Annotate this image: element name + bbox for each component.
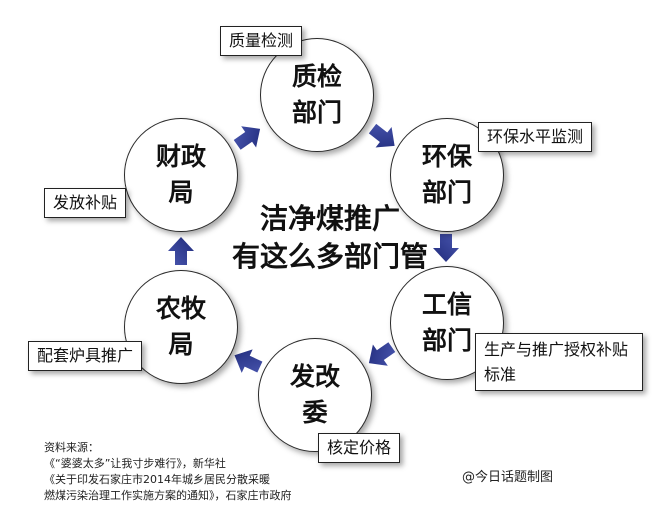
tag-industry: 生产与推广授权补贴标准 — [475, 333, 643, 391]
credit: @今日话题制图 — [462, 470, 554, 485]
center-title-line2: 有这么多部门管 — [231, 240, 428, 273]
node-reform-commission: 发改委 — [258, 338, 372, 452]
source-heading: 资料来源： — [44, 441, 99, 454]
tag-finance: 发放补贴 — [44, 188, 127, 218]
source-line: 《关于印发石家庄市2014年城乡居民分散采暖 — [44, 473, 270, 486]
tag-quality: 质量检测 — [220, 26, 303, 56]
node-agriculture-bureau: 农牧局 — [124, 270, 238, 384]
tag-agriculture: 配套炉具推广 — [28, 341, 143, 371]
tag-reform: 核定价格 — [318, 433, 401, 463]
node-label: 发改委 — [289, 362, 340, 427]
center-title: 洁净煤推广 有这么多部门管 — [210, 200, 450, 276]
tag-environment: 环保水平监测 — [478, 122, 593, 152]
arrow-reform-to-agriculture — [229, 343, 266, 379]
node-label: 财政局 — [155, 142, 206, 207]
source-line: 《“婆婆太多”让我寸步难行》，新华社 — [44, 457, 226, 470]
node-quality-department: 质检部门 — [260, 38, 374, 152]
node-label: 工信部门 — [421, 290, 472, 355]
node-label: 环保部门 — [421, 142, 472, 207]
node-label: 质检部门 — [291, 62, 342, 127]
arrow-finance-to-quality — [229, 118, 268, 156]
node-label: 农牧局 — [155, 294, 206, 359]
arrow-agriculture-to-finance — [168, 237, 194, 265]
source-line: 燃煤污染治理工作实施方案的通知》，石家庄市政府 — [44, 489, 292, 502]
node-finance-bureau: 财政局 — [124, 118, 238, 232]
center-title-line1: 洁净煤推广 — [259, 202, 400, 235]
source-notes: 资料来源： 《“婆婆太多”让我寸步难行》，新华社 《关于印发石家庄市2014年城… — [44, 440, 404, 504]
